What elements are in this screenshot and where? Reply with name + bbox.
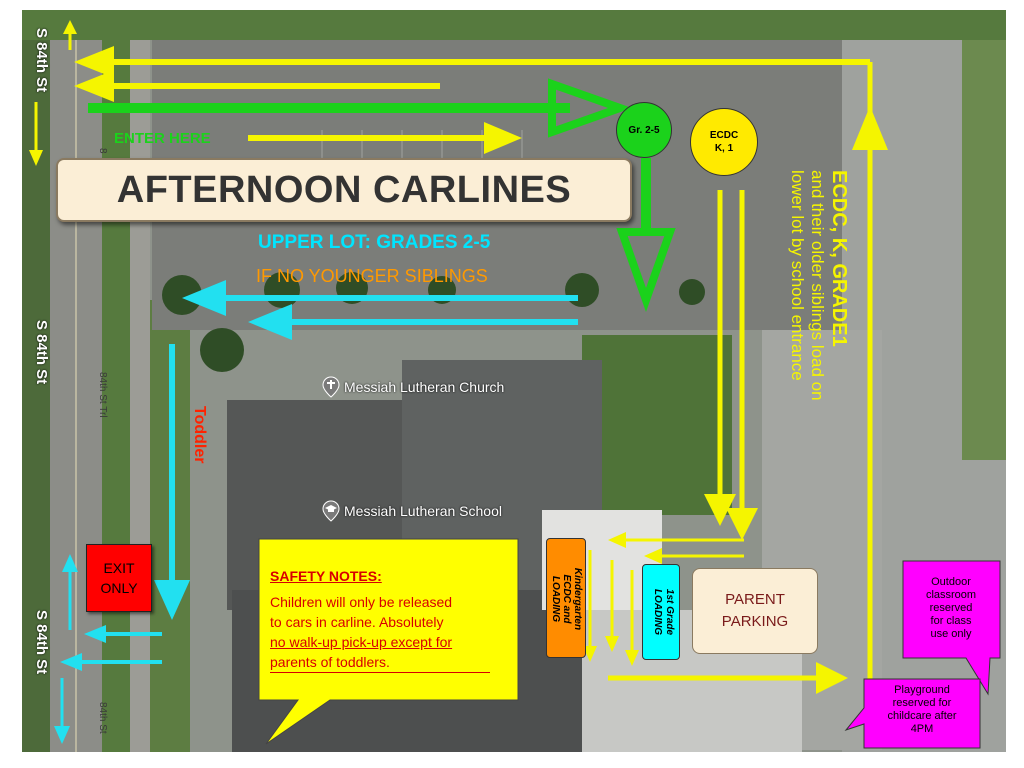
playground-bubble bbox=[844, 678, 981, 749]
safety-heading: SAFETY NOTES: bbox=[270, 568, 382, 584]
kinder-line1: Kindergarten bbox=[572, 567, 583, 631]
yellow-arrow-second-left bbox=[74, 70, 440, 102]
trail-label-top: 8 bbox=[97, 148, 108, 154]
cyan-arrow-lower bbox=[248, 304, 578, 340]
road-label-top: S 84th St bbox=[33, 28, 50, 93]
yellow-arrow-right-up bbox=[852, 106, 888, 682]
exit-only-sign: EXIT ONLY bbox=[86, 544, 152, 612]
trail-label-bottom: 84th St bbox=[97, 702, 108, 734]
school-place: Messiah Lutheran School bbox=[322, 500, 502, 522]
cyan-arrow-exit-1 bbox=[84, 625, 162, 643]
parent-parking-line2: PARKING bbox=[721, 613, 789, 630]
cyan-arrow-down-exit bbox=[54, 678, 70, 744]
yellow-arrow-down-left bbox=[29, 102, 43, 166]
school-label: Messiah Lutheran School bbox=[344, 503, 502, 519]
grade-2-5-circle: Gr. 2-5 bbox=[616, 102, 672, 158]
green-down-arrow bbox=[616, 158, 676, 313]
playground-text: Playground reserved for childcare after … bbox=[887, 684, 957, 735]
toddler-label: Toddler bbox=[191, 406, 208, 464]
kinder-line3: LOADING bbox=[550, 575, 561, 623]
yellow-arrow-enter bbox=[248, 122, 522, 154]
cyan-arrow-toddler-down bbox=[154, 344, 190, 620]
safety-notes-bubble bbox=[258, 538, 519, 745]
first-line1: 1st Grade bbox=[664, 588, 675, 636]
church-place: Messiah Lutheran Church bbox=[322, 376, 504, 398]
parent-parking-line1: PARENT bbox=[725, 591, 785, 608]
page-title: AFTERNOON CARLINES bbox=[116, 168, 572, 211]
enter-label: ENTER HERE bbox=[114, 130, 211, 147]
aerial-map: AFTERNOON CARLINES ENTER HERE UPPER LOT:… bbox=[22, 10, 1006, 752]
lower-lot-text: ECDC, K, GRADE1 and their older siblings… bbox=[787, 170, 850, 450]
yellow-arrow-up-left bbox=[63, 20, 77, 50]
safety-notes-text: SAFETY NOTES: Children will only be rele… bbox=[270, 566, 510, 673]
cyan-arrow-up-exit bbox=[62, 554, 78, 630]
yellow-arrow-loading-down-2 bbox=[605, 560, 619, 652]
yellow-arrow-loading-down-1 bbox=[583, 550, 597, 662]
cyan-arrow-upper bbox=[182, 280, 578, 316]
upper-lot-label: UPPER LOT: GRADES 2-5 bbox=[258, 232, 491, 253]
safety-line2: to cars in carline. Absolutely bbox=[270, 614, 444, 630]
kindergarten-loading-box: Kindergarten ECDC and LOADING bbox=[546, 538, 586, 658]
yellow-arrow-ecdc-down-2 bbox=[726, 190, 758, 540]
safety-line1: Children will only be released bbox=[270, 594, 453, 610]
exit-line2: ONLY bbox=[100, 580, 138, 596]
school-pin-icon bbox=[322, 500, 340, 522]
green-entry-arrow bbox=[88, 78, 633, 138]
ecdc-circle: ECDC K, 1 bbox=[690, 108, 758, 176]
trail-label-mid: 84th St Trl bbox=[97, 372, 108, 418]
title-box: AFTERNOON CARLINES bbox=[56, 158, 632, 222]
church-pin-icon bbox=[322, 376, 340, 398]
safety-line3: no walk-up pick-up except for bbox=[270, 634, 453, 650]
cyan-arrow-exit-2 bbox=[60, 653, 162, 671]
lower-lot-line1: ECDC, K, GRADE1 bbox=[828, 170, 850, 347]
yellow-arrow-loading-2 bbox=[644, 548, 744, 564]
yellow-arrow-top-exit bbox=[74, 46, 870, 78]
outdoor-classroom-bubble bbox=[902, 560, 1001, 696]
lower-lot-line3: lower lot by school entrance bbox=[788, 170, 807, 381]
yellow-arrow-loading-down-3 bbox=[625, 570, 639, 666]
sibling-label: IF NO YOUNGER SIBLINGS bbox=[256, 266, 488, 286]
lower-lot-line2: and their older siblings load on bbox=[808, 170, 827, 401]
road-label-mid: S 84th St bbox=[33, 320, 50, 385]
road-label-bottom: S 84th St bbox=[33, 610, 50, 675]
first-line2: LOADING bbox=[652, 588, 663, 636]
safety-line4: parents of toddlers. bbox=[270, 652, 490, 673]
church-label: Messiah Lutheran Church bbox=[344, 379, 505, 395]
parent-parking-box: PARENT PARKING bbox=[692, 568, 818, 654]
exit-line1: EXIT bbox=[103, 560, 135, 576]
arrow-overlay bbox=[29, 20, 888, 744]
kinder-line2: ECDC and bbox=[561, 574, 572, 624]
outdoor-classroom-text: Outdoor classroom reserved for class use… bbox=[925, 576, 977, 640]
yellow-arrow-loading-1 bbox=[608, 532, 744, 548]
yellow-arrow-ecdc-down-1 bbox=[704, 190, 736, 526]
yellow-arrow-bottom-right bbox=[608, 662, 848, 694]
first-grade-loading-box: 1st Grade LOADING bbox=[642, 564, 680, 660]
